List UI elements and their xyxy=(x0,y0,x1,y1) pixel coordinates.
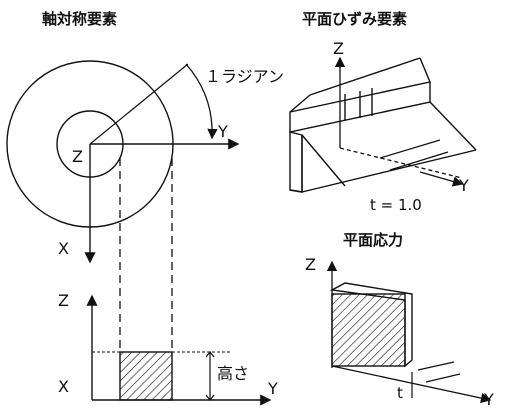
strain-y-axis-dashed xyxy=(339,147,463,179)
axis-y-label: Y xyxy=(217,122,228,141)
strain-y-axis xyxy=(419,171,464,187)
strain-thickness-line-2 xyxy=(389,151,449,171)
section-z-label: Z xyxy=(58,291,69,310)
plane-stress-group: 平面応力 Z Y t xyxy=(305,231,494,409)
stress-z-label: Z xyxy=(305,255,316,274)
plane-strain-group: 平面ひずみ要素 Z Y xyxy=(289,10,477,214)
stress-thickness-label: t xyxy=(397,384,403,402)
plane-strain-title: 平面ひずみ要素 xyxy=(302,10,407,28)
stress-slab-face xyxy=(331,293,406,367)
axisymmetric-group: 軸対称要素 １ラジアン Y Z X Z X Y 高さ xyxy=(6,10,284,406)
section-x-label: X xyxy=(58,377,69,396)
angle-arc xyxy=(185,63,218,140)
strain-thickness-line xyxy=(379,139,441,159)
cross-section-rect xyxy=(119,351,173,401)
axisymmetric-title: 軸対称要素 xyxy=(42,10,117,28)
stress-y-axis xyxy=(331,365,492,404)
height-label: 高さ xyxy=(217,364,249,383)
plane-stress-title: 平面応力 xyxy=(343,231,403,249)
radian-line xyxy=(89,63,189,145)
stress-thickness-line-2 xyxy=(425,373,461,383)
stress-y-label: Y xyxy=(483,390,494,409)
strain-z-label: Z xyxy=(333,39,344,58)
section-y-label: Y xyxy=(267,379,278,398)
strain-thickness-label: t = 1.0 xyxy=(370,196,422,214)
stress-thickness-line xyxy=(417,361,455,371)
strain-y-label: Y xyxy=(458,176,469,195)
strain-slab xyxy=(289,57,477,193)
axis-x-label: X xyxy=(58,239,69,258)
axis-z-label: Z xyxy=(72,147,83,166)
angle-label: １ラジアン xyxy=(205,67,284,86)
